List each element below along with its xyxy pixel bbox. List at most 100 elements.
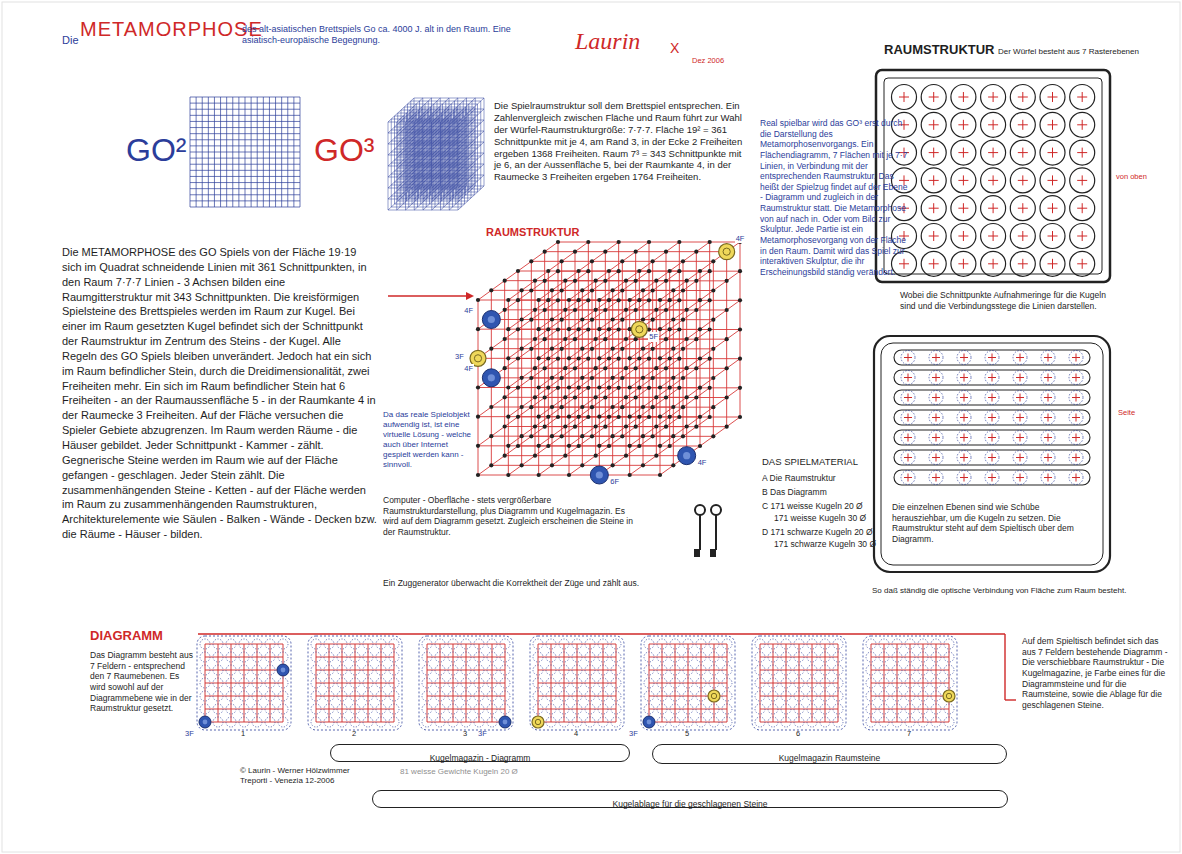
- board-line: [838, 644, 839, 722]
- cross: [904, 259, 905, 269]
- intersection-dot: [563, 366, 567, 370]
- freedom-count: 3F: [454, 352, 465, 361]
- intersection-dot: [567, 385, 571, 389]
- ball-place: [474, 704, 484, 714]
- grid-line: [190, 152, 300, 153]
- intersection-dot: [546, 298, 550, 302]
- cross: [963, 148, 964, 158]
- cross: [908, 414, 909, 422]
- intersection-dot: [725, 308, 729, 312]
- intersection-dot: [685, 308, 689, 312]
- space-grid-cube: [476, 240, 742, 477]
- intersection-dot: [603, 250, 607, 254]
- grid-line: [293, 97, 294, 207]
- ball-place: [657, 717, 667, 727]
- cross: [933, 148, 934, 158]
- board-number: 2: [352, 729, 356, 738]
- intersection-dot: [567, 327, 571, 331]
- cross: [908, 474, 909, 482]
- intersection-dot: [577, 444, 581, 448]
- blue-stone: [499, 716, 511, 728]
- board-line: [812, 644, 813, 722]
- ball-place: [722, 639, 732, 649]
- stone-core: [647, 720, 652, 725]
- intersection-dot: [651, 288, 655, 292]
- ball-ring: [921, 85, 946, 110]
- material-item: B Das Diagramm: [762, 487, 827, 498]
- intersection-dot: [537, 415, 541, 419]
- intersection-dot: [563, 454, 567, 458]
- ball-place: [929, 391, 943, 405]
- ball-place: [422, 717, 432, 727]
- cross: [964, 414, 965, 422]
- stone-body: [499, 716, 511, 728]
- ball-place: [376, 639, 386, 649]
- intersection-dot: [556, 386, 560, 390]
- ball-place: [376, 678, 386, 688]
- ball-place: [474, 652, 484, 662]
- ball-place: [213, 665, 223, 675]
- cross: [1048, 414, 1049, 422]
- cross: [963, 231, 964, 241]
- cross: [936, 414, 937, 422]
- ball-place: [709, 678, 719, 688]
- ball-place: [1069, 391, 1083, 405]
- ball-place: [1069, 411, 1083, 425]
- ball-place: [252, 704, 262, 714]
- ball-ring: [1010, 251, 1035, 276]
- intersection-dot: [634, 395, 638, 399]
- ball-place: [931, 691, 941, 701]
- intersection-dot: [543, 308, 547, 312]
- ball-place: [807, 665, 817, 675]
- cross: [908, 434, 909, 442]
- blue-stone: [678, 447, 696, 465]
- pencil-note: 81 weisse Gewichte Kugeln 20 Ø: [400, 767, 518, 777]
- intersection-dot: [603, 366, 607, 370]
- intersection-dot: [641, 405, 645, 409]
- grid-line: [458, 98, 484, 122]
- ball-place: [311, 652, 321, 662]
- intersection-dot: [685, 424, 689, 428]
- cube-line: [660, 242, 740, 300]
- ball-place: [200, 665, 210, 675]
- node-text: Kugelmagazin Raumsteine: [779, 753, 881, 764]
- cube-line: [478, 300, 558, 358]
- intersection-dot: [590, 288, 594, 292]
- intersection-dot: [617, 240, 621, 244]
- ball-place: [611, 665, 621, 675]
- ball-place: [944, 704, 954, 714]
- ball-place: [389, 704, 399, 714]
- cube-line: [539, 330, 619, 388]
- ball-place: [833, 652, 843, 662]
- intersection-dot: [506, 385, 510, 389]
- intersection-dot: [516, 444, 520, 448]
- ball-ring: [1040, 140, 1065, 165]
- ball-place: [781, 704, 791, 714]
- cube-line: [599, 388, 679, 446]
- ball-place: [252, 717, 262, 727]
- ball-place: [644, 691, 654, 701]
- intersection-dot: [489, 463, 493, 467]
- ball-ring: [951, 168, 976, 193]
- board-line: [205, 696, 283, 697]
- ball-place: [768, 639, 778, 649]
- ball-place: [866, 652, 876, 662]
- intersection-dot: [681, 288, 685, 292]
- ball-ring: [921, 251, 946, 276]
- cube-line: [660, 388, 740, 446]
- ball-place: [448, 665, 458, 675]
- ball-place: [1069, 351, 1083, 365]
- intersection-dot: [516, 327, 520, 331]
- ball-place: [435, 678, 445, 688]
- ball-place: [324, 652, 334, 662]
- intersection-dot: [624, 308, 628, 312]
- board-stones: [199, 664, 955, 728]
- intersection-dot: [671, 434, 675, 438]
- ball-place: [879, 691, 889, 701]
- ball-place: [461, 704, 471, 714]
- intersection-dot: [637, 356, 641, 360]
- ball-place: [781, 717, 791, 727]
- ball-place: [957, 371, 971, 385]
- frame-inner: [884, 78, 1102, 274]
- intersection-dot: [711, 259, 715, 263]
